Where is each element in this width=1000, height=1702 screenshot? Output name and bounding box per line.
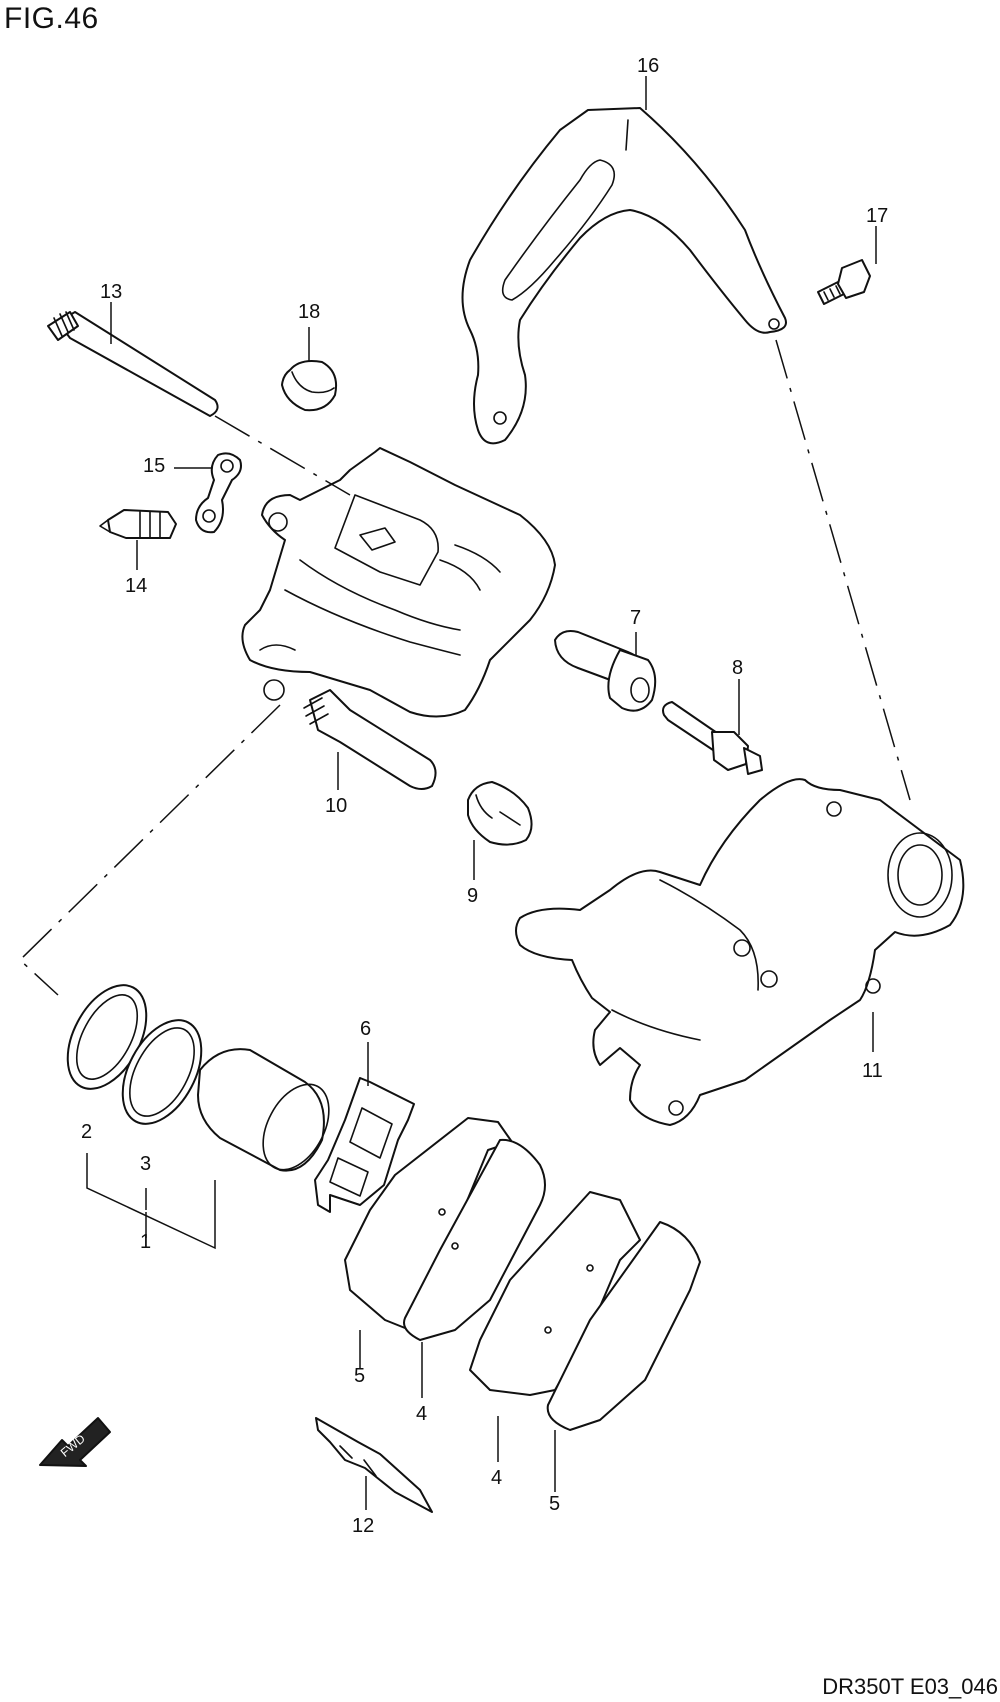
callout-1: 1 <box>140 1231 151 1253</box>
callout-8: 8 <box>732 657 743 679</box>
part-14-bleeder <box>99 509 177 539</box>
callout-10: 10 <box>325 795 347 817</box>
callout-3: 3 <box>140 1153 151 1175</box>
callout-11: 11 <box>862 1060 883 1082</box>
piston <box>197 1048 330 1172</box>
brake-pads <box>344 1117 701 1431</box>
assembly-lines <box>18 339 911 996</box>
callout-5a: 5 <box>354 1365 365 1387</box>
callout-13: 13 <box>100 281 122 303</box>
figure-title: FIG.46 <box>4 2 99 35</box>
part-10-pin <box>303 689 437 790</box>
part-6-shim <box>314 1077 415 1213</box>
callout-14: 14 <box>125 575 147 597</box>
callout-2: 2 <box>81 1121 92 1143</box>
part-11-caliper-bracket <box>515 778 965 1126</box>
callout-5b: 5 <box>549 1493 560 1515</box>
callout-4b: 4 <box>491 1467 502 1489</box>
callout-labels: 16 17 13 18 15 14 7 8 10 9 11 6 2 3 1 5 … <box>81 55 888 1537</box>
part-18-cap <box>281 360 338 412</box>
callout-6: 6 <box>360 1018 371 1040</box>
callout-4a: 4 <box>416 1403 427 1425</box>
part-12-spring <box>315 1417 433 1513</box>
callout-15: 15 <box>143 455 165 477</box>
callout-12: 12 <box>352 1515 374 1537</box>
leader-lines <box>86 76 877 1510</box>
part-15-cap <box>195 452 242 534</box>
callout-9: 9 <box>467 885 478 907</box>
callout-18: 18 <box>298 301 320 323</box>
part-13-pin <box>47 311 219 417</box>
part-9-boot <box>467 781 533 846</box>
part-3-dust-seal <box>121 1019 203 1125</box>
callout-17: 17 <box>866 205 888 227</box>
fwd-arrow: FWD <box>39 1417 111 1467</box>
part-7-bolt <box>554 630 657 712</box>
part-8-pin <box>662 701 763 775</box>
callout-16: 16 <box>637 55 659 77</box>
callout-7: 7 <box>630 607 641 629</box>
caliper-body <box>241 447 556 718</box>
part-17-bolt <box>817 259 871 305</box>
figure-code: DR350T E03_046 <box>822 1674 998 1699</box>
part-16-caliper-guard <box>461 107 787 445</box>
